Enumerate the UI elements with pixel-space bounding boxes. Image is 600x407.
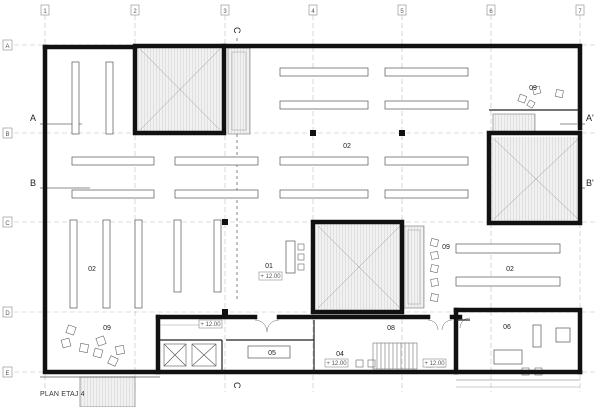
entry-stair-base	[40, 376, 580, 407]
thin-walls	[160, 109, 580, 372]
level-marker-04: + 12.00	[326, 361, 347, 367]
section-mark-a-prime: A'	[586, 113, 594, 123]
grid-label-col-5: 5	[400, 9, 404, 15]
structural-columns	[222, 130, 405, 315]
grid-label-row-c: C	[5, 221, 10, 227]
grid-label-row-d: D	[5, 311, 10, 317]
grid-label-col-3: 3	[223, 9, 227, 15]
level-marker-08: + 12.00	[424, 361, 445, 367]
room-labels: 02 02 02 09 09 09 01 08 06 05 04	[88, 85, 537, 358]
room-label-06: 06	[503, 324, 511, 331]
room-label-04: 04	[336, 351, 344, 358]
grid-label-row-a: A	[5, 44, 9, 50]
room-label-09-top: 09	[529, 85, 537, 92]
grid-label-col-6: 6	[489, 9, 493, 15]
service-cores	[163, 343, 217, 367]
grid-label-col-4: 4	[311, 9, 315, 15]
grid-label-row-b: B	[5, 132, 9, 138]
grid-row-markers: A B C D E	[2, 39, 13, 378]
staircase	[372, 342, 418, 370]
section-mark-b-prime: B'	[586, 178, 594, 188]
plan-title: PLAN ETAJ 4	[40, 391, 85, 398]
room-label-02-left: 02	[88, 266, 96, 273]
section-mark-a: A	[30, 113, 36, 123]
grid-column-markers: 1 2 3 4 5 6 7	[40, 4, 585, 16]
room-label-08: 08	[387, 325, 395, 332]
grid-label-row-e: E	[5, 371, 9, 377]
room-label-09-bottom: 09	[103, 325, 111, 332]
room-label-05: 05	[268, 350, 276, 357]
grid-label-col-2: 2	[133, 9, 137, 15]
section-mark-b: B	[30, 178, 36, 188]
section-mark-c-bottom: C	[232, 382, 242, 389]
room-label-01: 01	[265, 263, 273, 270]
level-markers: + 12.00 + 12.00 + 12.00 + 12.00	[198, 271, 447, 368]
grid-label-col-1: 1	[43, 9, 47, 15]
room-label-09-middle: 09	[442, 244, 450, 251]
bookshelves	[69, 61, 571, 365]
section-mark-c-top: C	[232, 27, 242, 34]
room-label-02-center: 02	[343, 143, 351, 150]
room-label-02-right: 02	[506, 266, 514, 273]
door-swings	[254, 317, 471, 333]
walls	[42, 43, 583, 375]
grid-label-col-7: 7	[578, 9, 582, 15]
void-areas	[138, 46, 580, 310]
level-marker-01: + 12.00	[260, 274, 281, 280]
level-marker-corridor: + 12.00	[200, 322, 221, 328]
